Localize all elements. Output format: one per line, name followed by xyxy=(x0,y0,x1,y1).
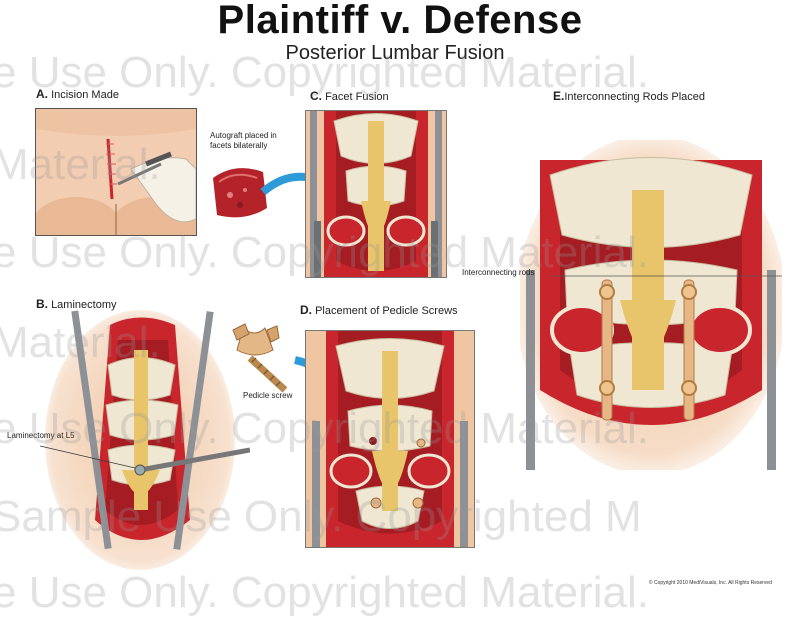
panel-b-caption: B. Laminectomy xyxy=(36,298,116,312)
panel-c-caption: C. Facet Fusion xyxy=(310,90,389,104)
panel-d-letter: D. xyxy=(300,303,312,317)
panel-e-letter: E. xyxy=(553,89,565,103)
laminectomy-label: Laminectomy at L5 xyxy=(7,431,75,440)
panel-d-illustration xyxy=(305,330,475,548)
panel-d-caption: D. Placement of Pedicle Screws xyxy=(300,304,458,318)
copyright-notice: © Copyright 2010 MediVisuals, Inc. All R… xyxy=(648,580,772,586)
autograft-label: Autograft placed in facets bilaterally xyxy=(210,131,277,150)
watermark-text-7: e Use Only. Copyrighted Material. xyxy=(0,568,650,617)
panel-b-letter: B. xyxy=(36,297,48,311)
pedicle-screw-label: Pedicle screw xyxy=(243,391,293,400)
panel-b-label: Laminectomy xyxy=(51,299,117,311)
panel-e-label: Interconnecting Rods Placed xyxy=(564,91,705,103)
interconnecting-rods-label: Interconnecting rods xyxy=(462,268,535,277)
panel-c-letter: C. xyxy=(310,89,322,103)
page-title: Plaintiff v. Defense xyxy=(217,0,583,42)
panel-a-illustration xyxy=(35,108,197,236)
panel-e-caption: E.Interconnecting Rods Placed xyxy=(553,90,705,104)
panel-a-caption: A. Incision Made xyxy=(36,88,119,102)
panel-b-illustration xyxy=(40,310,250,570)
panel-a-label: Incision Made xyxy=(51,89,119,101)
panel-c-label: Facet Fusion xyxy=(325,91,389,103)
panel-c-illustration xyxy=(305,110,447,278)
page-subtitle: Posterior Lumbar Fusion xyxy=(285,42,505,64)
panel-a-letter: A. xyxy=(36,87,48,101)
panel-d-label: Placement of Pedicle Screws xyxy=(315,305,458,317)
panel-e-illustration xyxy=(520,140,782,470)
